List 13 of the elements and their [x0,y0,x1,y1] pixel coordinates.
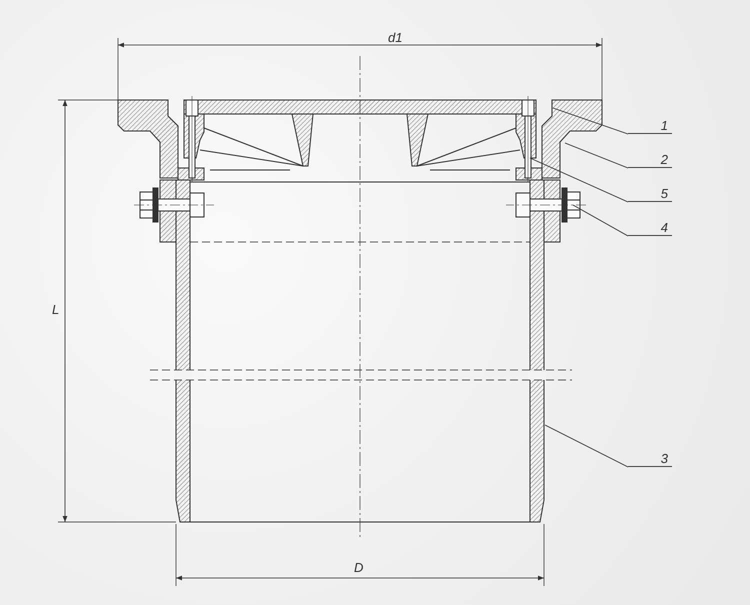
dimension-label: D [354,560,364,575]
leader-line [530,158,628,202]
callout-number: 3 [628,451,672,467]
leader-line [564,142,628,168]
callout-number: 2 [628,152,672,168]
leader-line [572,204,628,236]
dimension-label: L [52,302,60,317]
callout-number: 4 [628,220,672,236]
dimension-label: d1 [388,30,402,45]
callout-number: 1 [628,118,672,134]
callout-number: 5 [628,186,672,202]
leader-line [552,108,628,134]
leader-line [544,424,628,468]
